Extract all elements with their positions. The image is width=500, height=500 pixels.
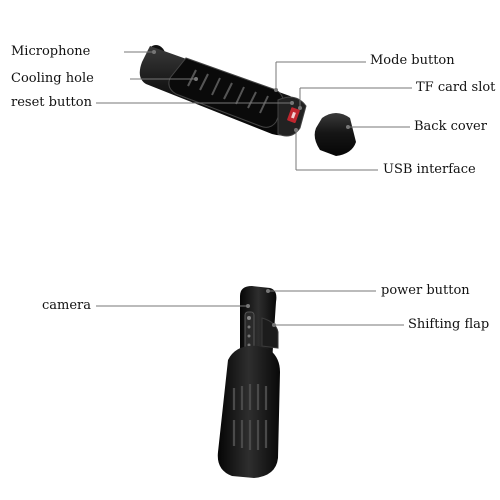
vertical-grille-slots — [232, 384, 268, 450]
label-cooling-hole: Cooling hole — [11, 71, 94, 86]
back-cover-shape — [314, 113, 356, 156]
label-back-cover: Back cover — [414, 119, 487, 134]
pen-body-vertical — [217, 345, 280, 478]
cooling-hole-slots — [187, 69, 269, 114]
label-shifting-flap: Shifting flap — [408, 317, 490, 332]
label-usb-interface: USB interface — [383, 162, 476, 177]
label-mode-button: Mode button — [370, 53, 455, 68]
label-camera: camera — [42, 298, 92, 313]
device-bottom-view — [217, 286, 280, 478]
leader-lines — [96, 50, 412, 327]
label-tf-card-slot: TF card slot — [416, 80, 496, 95]
label-reset-button: reset button — [11, 95, 92, 110]
shifting-flap-shape — [261, 317, 279, 349]
cooling-grille — [168, 57, 284, 128]
label-power-button: power button — [381, 283, 470, 298]
label-microphone: Microphone — [11, 44, 91, 59]
